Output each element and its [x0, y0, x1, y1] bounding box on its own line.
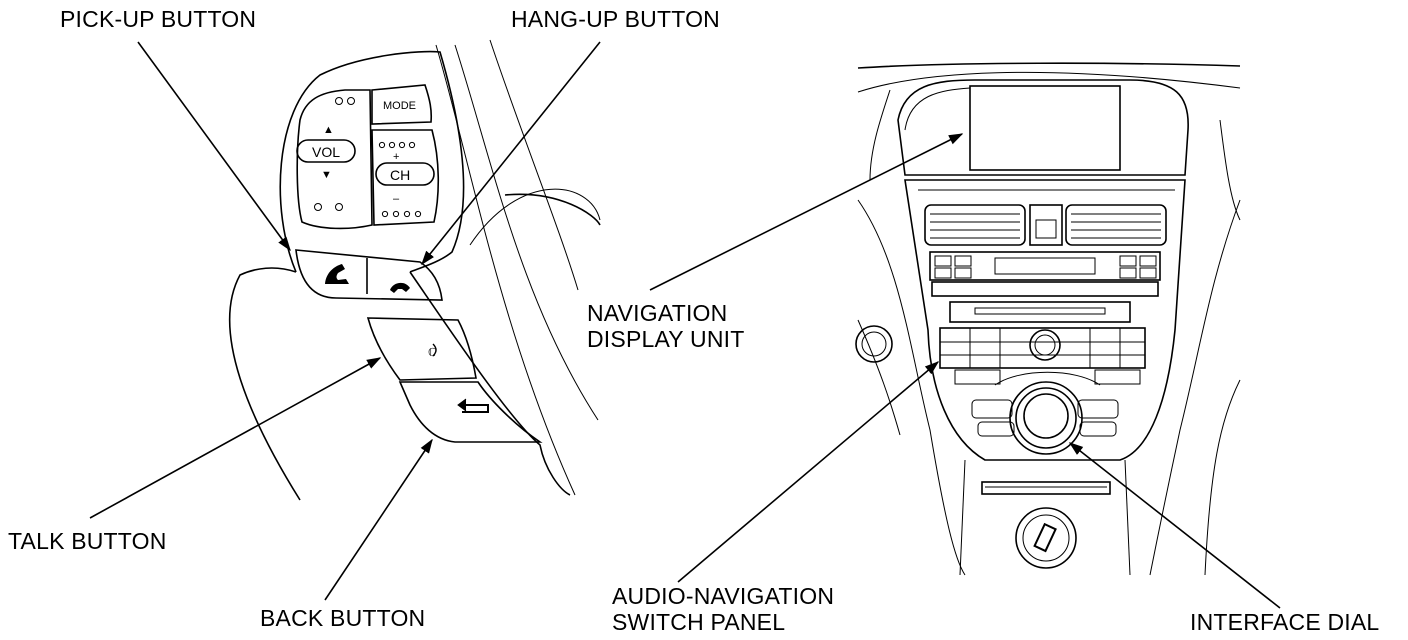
leader-pick-up: [137, 41, 291, 252]
dashboard-illustration: [855, 62, 1241, 576]
leader-nav-display: [649, 133, 964, 291]
label-hang-up-button: HANG-UP BUTTON: [511, 6, 720, 32]
vol-button-label: VOL: [312, 144, 340, 160]
leader-talk: [89, 357, 382, 519]
vol-up-icon: ▲: [323, 124, 334, 136]
label-interface-dial: INTERFACE DIAL: [1190, 609, 1380, 635]
label-navigation-display-line2: DISPLAY UNIT: [587, 326, 745, 352]
talk-icon: ℂ: [428, 347, 436, 359]
label-back-button: BACK BUTTON: [260, 605, 426, 631]
vol-down-icon: ▼: [321, 169, 332, 181]
mode-button-label: MODE: [383, 100, 416, 112]
label-audio-navigation-line1: AUDIO-NAVIGATION: [612, 583, 835, 609]
label-pick-up-button: PICK-UP BUTTON: [60, 6, 257, 32]
phone-pickup-icon: [325, 264, 349, 284]
label-audio-navigation-line2: SWITCH PANEL: [612, 609, 786, 635]
phone-hangup-icon: [390, 282, 410, 293]
leader-audio-nav: [677, 361, 940, 583]
label-navigation-display-line1: NAVIGATION: [587, 300, 728, 326]
label-talk-button: TALK BUTTON: [8, 528, 167, 554]
leader-hang-up: [421, 41, 601, 266]
ch-button-label: CH: [390, 167, 410, 183]
leader-interface-dial: [1068, 442, 1281, 609]
ch-up-icon: +: [393, 151, 399, 163]
leader-lines: [89, 41, 1281, 609]
leader-back: [324, 438, 433, 601]
ch-down-icon: –: [393, 193, 400, 205]
steering-wheel-illustration: VOL ▲ ▼ MODE CH + – ℂ: [228, 39, 601, 501]
